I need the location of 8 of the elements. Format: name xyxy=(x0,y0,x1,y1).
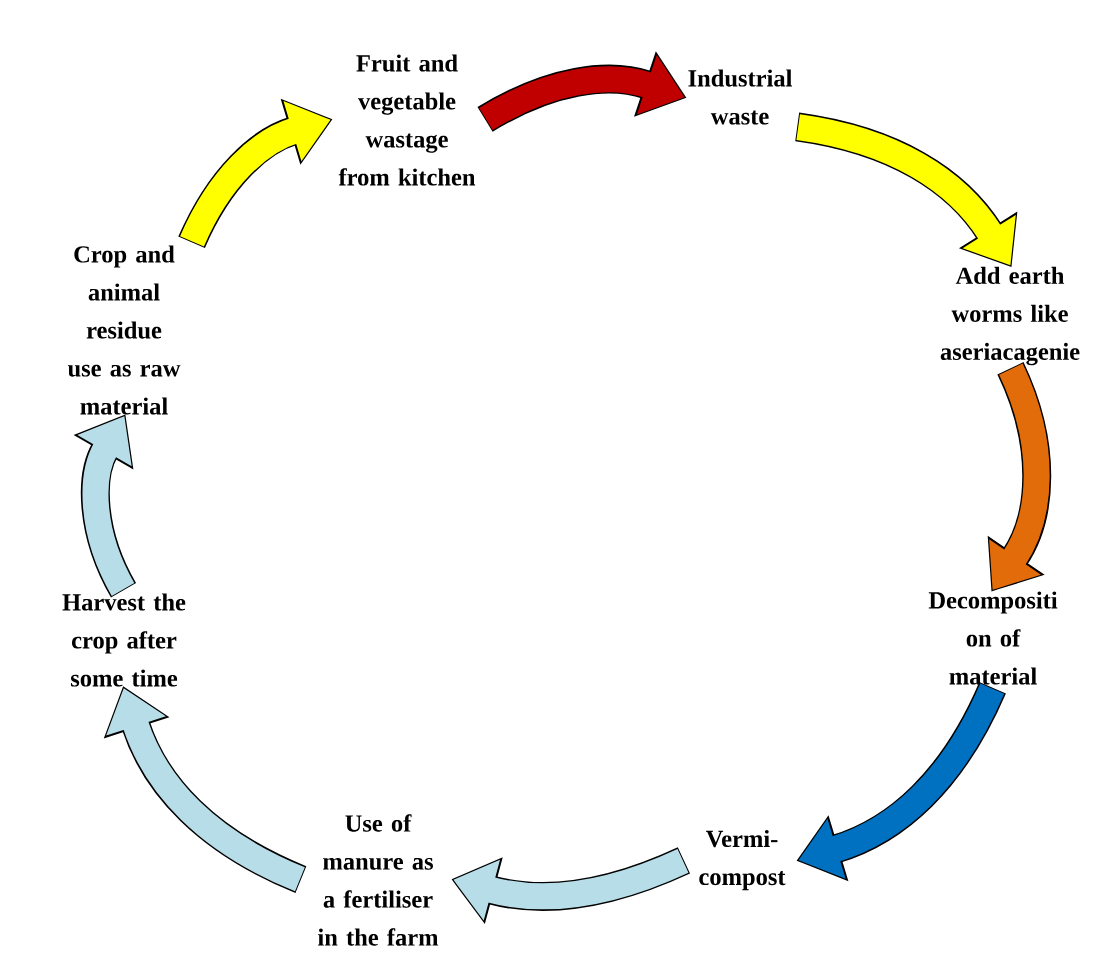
step-label: Fruit and vegetable wastage from kitchen xyxy=(338,54,476,186)
step-label: Crop and animal residue use as raw material xyxy=(67,245,181,415)
step-label: Industrial waste xyxy=(688,69,792,125)
step-label: Use of manure as a fertiliser in the farm xyxy=(318,814,439,946)
step-label: Harvest the crop after some time xyxy=(62,593,186,687)
step-label: Decompositi on of material xyxy=(928,591,1058,685)
step-label: Add earth worms like aseriacagenie xyxy=(940,266,1080,366)
step-label: Vermi- compost xyxy=(699,829,786,891)
